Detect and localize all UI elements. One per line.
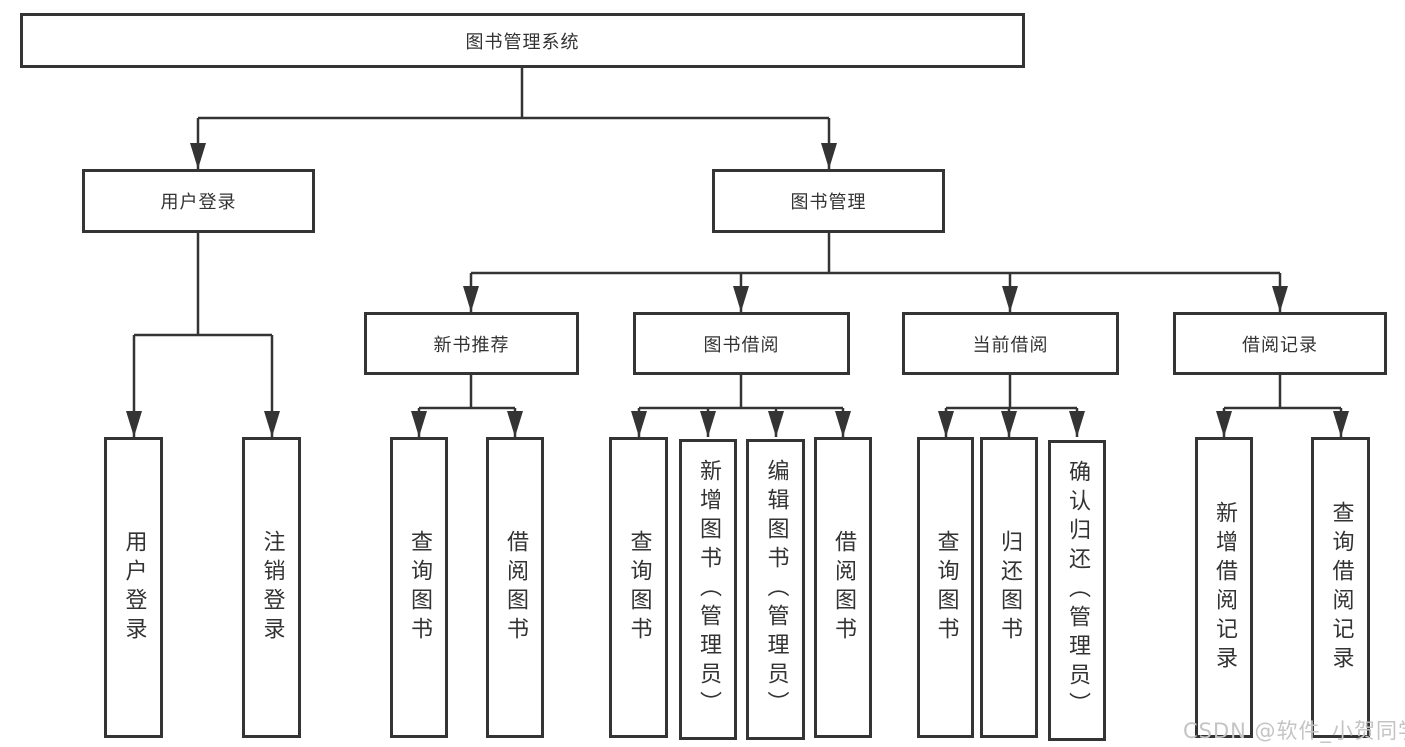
node-book-management: 图书管理 bbox=[712, 169, 945, 233]
leaf-recommend-query-books-label: 查询图书 bbox=[407, 529, 432, 646]
connector-recommend-children bbox=[411, 375, 523, 437]
leaf-borrow-edit-books-admin-label: 编辑图书（管理员） bbox=[763, 459, 789, 720]
leaf-recommend-borrow-books: 借阅图书 bbox=[486, 437, 544, 738]
csdn-watermark: CSDN @软件_小贺同学 bbox=[1183, 719, 1405, 743]
leaf-records-add-record-label: 新增借阅记录 bbox=[1212, 500, 1237, 675]
leaf-records-query-record: 查询借阅记录 bbox=[1311, 437, 1370, 738]
leaf-borrow-borrow-books-label: 借阅图书 bbox=[831, 529, 856, 646]
leaf-current-query-books-label: 查询图书 bbox=[933, 529, 959, 646]
leaf-user-login-label: 用户登录 bbox=[121, 529, 147, 646]
leaf-borrow-query-books-label: 查询图书 bbox=[626, 529, 652, 646]
leaf-borrow-query-books: 查询图书 bbox=[609, 437, 668, 738]
leaf-logout: 注销登录 bbox=[242, 437, 301, 738]
connector-bookmgmt-to-level3 bbox=[463, 233, 1288, 312]
connector-login-children bbox=[126, 233, 280, 437]
leaf-current-query-books: 查询图书 bbox=[917, 437, 974, 738]
leaf-records-add-record: 新增借阅记录 bbox=[1195, 437, 1253, 738]
leaf-recommend-borrow-books-label: 借阅图书 bbox=[503, 529, 528, 646]
node-new-book-recommend-label: 新书推荐 bbox=[433, 334, 510, 356]
leaf-current-confirm-return-admin: 确认归还（管理员） bbox=[1048, 440, 1106, 741]
leaf-current-confirm-return-admin-label: 确认归还（管理员） bbox=[1065, 460, 1090, 721]
leaf-user-login: 用户登录 bbox=[104, 437, 163, 738]
node-book-borrow-label: 图书借阅 bbox=[703, 334, 780, 356]
node-root: 图书管理系统 bbox=[20, 13, 1025, 68]
node-user-login-label: 用户登录 bbox=[160, 192, 237, 213]
node-current-borrow-label: 当前借阅 bbox=[972, 334, 1049, 356]
leaf-borrow-add-books-admin: 新增图书（管理员） bbox=[679, 439, 737, 740]
leaf-logout-label: 注销登录 bbox=[259, 529, 285, 646]
node-borrow-records: 借阅记录 bbox=[1173, 312, 1387, 375]
node-user-login: 用户登录 bbox=[82, 169, 315, 233]
node-book-management-label: 图书管理 bbox=[790, 192, 867, 213]
node-borrow-records-label: 借阅记录 bbox=[1242, 334, 1318, 356]
leaf-records-query-record-label: 查询借阅记录 bbox=[1328, 500, 1354, 675]
leaf-borrow-borrow-books: 借阅图书 bbox=[814, 437, 872, 738]
leaf-current-return-books: 归还图书 bbox=[980, 437, 1038, 738]
connector-records-children bbox=[1216, 375, 1349, 437]
node-root-label: 图书管理系统 bbox=[465, 31, 580, 53]
node-current-borrow: 当前借阅 bbox=[902, 312, 1119, 375]
connector-borrow-children bbox=[631, 375, 851, 437]
leaf-borrow-add-books-admin-label: 新增图书（管理员） bbox=[696, 459, 721, 720]
connector-root-to-level2 bbox=[190, 68, 837, 169]
leaf-current-return-books-label: 归还图书 bbox=[997, 529, 1022, 646]
leaf-borrow-edit-books-admin: 编辑图书（管理员） bbox=[746, 439, 805, 740]
node-new-book-recommend: 新书推荐 bbox=[364, 312, 579, 375]
node-book-borrow: 图书借阅 bbox=[633, 312, 850, 375]
connector-current-children bbox=[938, 375, 1085, 437]
leaf-recommend-query-books: 查询图书 bbox=[390, 437, 448, 738]
